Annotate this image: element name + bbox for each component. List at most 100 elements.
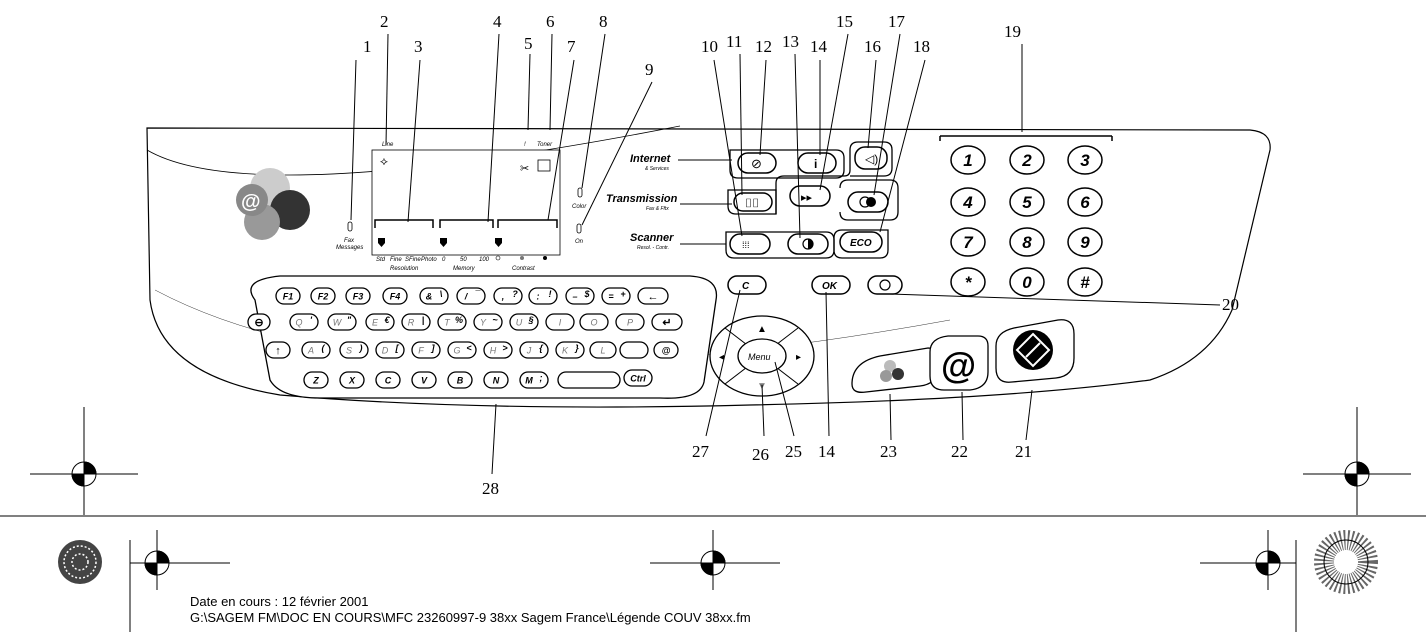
arrow-left-icon[interactable]: ◂ <box>719 352 724 363</box>
callout-8: 8 <box>599 12 608 31</box>
c-button[interactable] <box>727 275 767 295</box>
keyboard-key-f1[interactable]: F1 <box>275 287 301 305</box>
fast-forward-button[interactable] <box>789 185 831 207</box>
eco-button[interactable] <box>839 231 883 253</box>
keyboard-key-label: F4 <box>390 292 401 302</box>
transmission-label: Transmission <box>606 193 678 205</box>
navigation-pad[interactable]: Menu ▲ ▼ ◂ ▸ <box>709 315 815 397</box>
keyboard-key-f4[interactable]: F4 <box>382 287 408 305</box>
keyboard-key-z[interactable]: Z <box>303 371 329 389</box>
keyboard-key-ctrl[interactable]: Ctrl <box>623 369 653 387</box>
toner-label: Toner <box>537 142 553 148</box>
keyboard-key-k[interactable]: K} <box>555 341 585 359</box>
callout-10: 10 <box>701 37 718 56</box>
keyboard-key-k_comma[interactable]: ,? <box>493 287 523 305</box>
keyboard-key-p[interactable]: P <box>615 313 645 331</box>
keypad-key[interactable]: 6 <box>1067 187 1103 217</box>
keypad-key[interactable]: 3 <box>1067 145 1103 175</box>
keyboard-key-n[interactable]: N <box>483 371 509 389</box>
keyboard-key-k_dash[interactable]: –$ <box>565 287 595 305</box>
keyboard-key-r[interactable]: R| <box>401 313 431 331</box>
blank-key[interactable] <box>619 341 649 359</box>
keyboard-key-l[interactable]: L <box>589 341 617 359</box>
keyboard-key-h[interactable]: H> <box>483 341 513 359</box>
keyboard-key-m[interactable]: M; <box>519 371 549 389</box>
keyboard-key-i[interactable]: I <box>545 313 575 331</box>
speaker-icon: ◁) <box>865 152 878 166</box>
keyboard-key-k_amp[interactable]: &\ <box>419 287 449 305</box>
keypad-key[interactable]: 0 <box>1009 267 1045 297</box>
keypad-key[interactable]: 4 <box>950 187 986 217</box>
arrow-up-icon[interactable]: ▲ <box>757 324 767 335</box>
on-led <box>576 223 582 234</box>
keyboard-key-e[interactable]: E€ <box>365 313 395 331</box>
transmission-sublabel: Fax & Fftx <box>646 206 669 212</box>
enter-key[interactable]: ↵ <box>651 313 683 331</box>
keypad-key[interactable]: 2 <box>1009 145 1045 175</box>
keyboard-key-w[interactable]: W" <box>327 313 357 331</box>
callout-19: 19 <box>1004 22 1021 41</box>
keyboard-key-k_colon[interactable]: :! <box>528 287 558 305</box>
keypad-key[interactable]: 8 <box>1009 227 1045 257</box>
keyboard-key-secondary: ¯ <box>475 289 482 299</box>
keyboard-key-secondary: + <box>620 289 626 299</box>
keyboard-key-label: & <box>426 292 433 302</box>
keypad-key[interactable]: 1 <box>950 145 986 175</box>
attachment-button[interactable] <box>737 152 777 174</box>
keypad-key[interactable]: 9 <box>1067 227 1103 257</box>
shift-icon: ↑ <box>275 345 281 357</box>
lock-key[interactable]: ⊖ <box>247 313 271 331</box>
keyboard-key-a[interactable]: A( <box>301 341 331 359</box>
keyboard-key-b[interactable]: B <box>447 371 473 389</box>
keyboard-key-g[interactable]: G< <box>447 341 477 359</box>
email-button[interactable] <box>929 335 989 391</box>
callout-21: 21 <box>1015 442 1032 461</box>
keyboard-key-q[interactable]: Q' <box>289 313 319 331</box>
keyboard-key-s[interactable]: S) <box>339 341 369 359</box>
callout-12: 12 <box>755 37 772 56</box>
keyboard-key-f[interactable]: F] <box>411 341 441 359</box>
keyboard-key-j[interactable]: J{ <box>519 341 549 359</box>
keyboard-key-v[interactable]: V <box>411 371 437 389</box>
memory-100: 100 <box>479 257 490 263</box>
keypad-key-label: 3 <box>1080 151 1090 170</box>
keyboard-key-t[interactable]: T% <box>437 313 467 331</box>
keyboard-key-cc[interactable]: C <box>375 371 401 389</box>
keypad-key[interactable]: * <box>950 267 986 297</box>
internet-label: Internet <box>630 153 672 165</box>
keypad-key[interactable]: 7 <box>950 227 986 257</box>
sagem-mini-logo <box>880 360 904 382</box>
menu-button[interactable] <box>737 338 787 374</box>
keyboard-key-f3[interactable]: F3 <box>345 287 371 305</box>
keyboard-key-y[interactable]: Y~ <box>473 313 503 331</box>
keyboard-key-label: N <box>493 376 500 386</box>
keyboard-key-k_slash[interactable]: /¯ <box>456 287 486 305</box>
keypad-key[interactable]: 5 <box>1009 187 1045 217</box>
keyboard-key-f2[interactable]: F2 <box>310 287 336 305</box>
keyboard-key-d[interactable]: D[ <box>375 341 405 359</box>
arrow-right-icon[interactable]: ▸ <box>796 352 801 363</box>
keyboard-key-o[interactable]: O <box>579 313 609 331</box>
resolution-button[interactable] <box>729 233 771 255</box>
keypad-key[interactable]: # <box>1067 267 1103 297</box>
resolution-label: Resolution <box>390 266 419 272</box>
keyboard-key-label: V <box>421 376 428 386</box>
backspace-key[interactable]: ← <box>637 287 669 305</box>
ok-button[interactable] <box>811 275 851 295</box>
color-led <box>577 187 583 198</box>
callout-5: 5 <box>524 34 533 53</box>
memory-50: 50 <box>460 257 467 263</box>
keyboard-key-x[interactable]: X <box>339 371 365 389</box>
scissors-icon: ✂ <box>520 163 529 175</box>
space-key[interactable] <box>557 371 621 389</box>
keyboard-key-k_eq[interactable]: =+ <box>601 287 631 305</box>
callout-15: 15 <box>836 12 853 31</box>
keypad-key-label: # <box>1080 273 1090 292</box>
directory-button[interactable] <box>733 192 773 212</box>
stop-button[interactable] <box>867 275 903 295</box>
keyboard-key-at[interactable]: @ <box>653 341 679 359</box>
shift-key[interactable]: ↑ <box>265 341 291 359</box>
footer-path: G:\SAGEM FM\DOC EN COURS\MFC 23260997-9 … <box>190 610 751 625</box>
keyboard-key-u[interactable]: U§ <box>509 313 539 331</box>
